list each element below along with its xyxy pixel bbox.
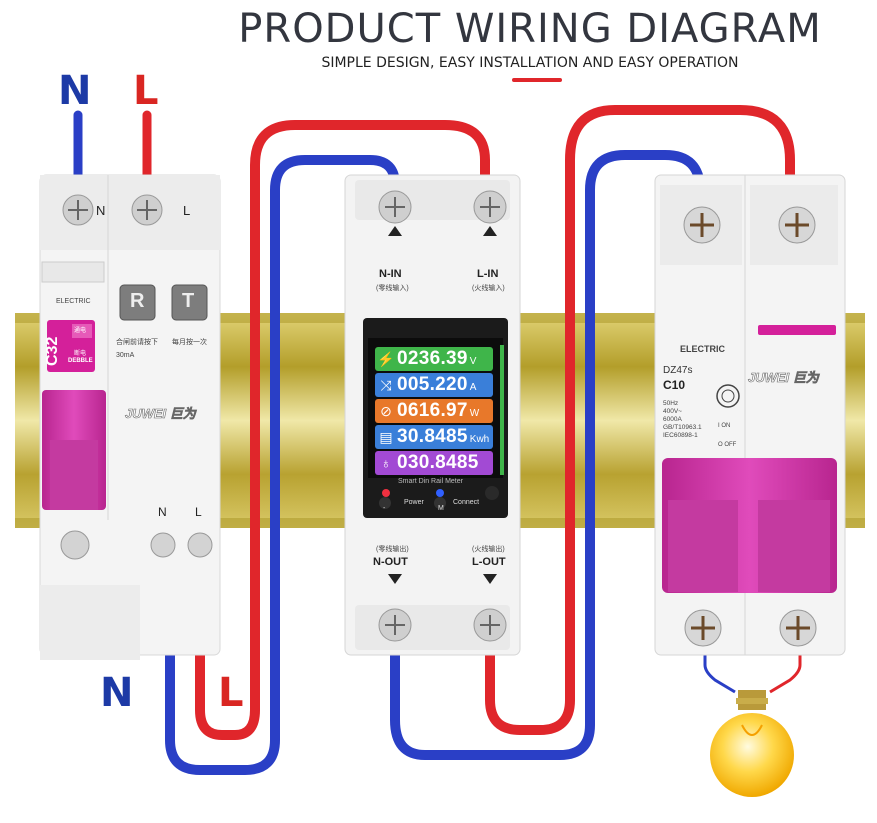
rcbo-brand: ELECTRIC: [56, 298, 91, 305]
meter-l-out-label: L-OUT: [472, 556, 506, 568]
meter-line-out-wire: [485, 105, 795, 735]
meter-l-in-cn: (火线输入): [472, 285, 505, 292]
rcbo-bottom-n-label: N: [158, 505, 167, 519]
bolt-icon: ⚡: [377, 350, 395, 367]
meter-energy-unit: Kwh: [469, 434, 490, 445]
breaker-spec-line: 400V~: [663, 408, 682, 415]
breaker-spec-line: IEC60898-1: [663, 432, 698, 439]
title-underline: [512, 78, 562, 82]
rcbo-badge-bottom: 断电: [74, 351, 87, 357]
rcbo-top-n-label: N: [96, 203, 106, 218]
meter-n-in-arrow: [388, 226, 402, 236]
output-neutral-label: N: [100, 670, 134, 716]
meter-m-button: [434, 497, 446, 509]
meter-current-row: ⤨ 005.220 A: [375, 373, 493, 397]
meter-power-led: [382, 489, 390, 497]
breaker-rating: C10: [663, 378, 686, 392]
meter-energy-row: ▤ 30.8485 Kwh: [375, 425, 493, 449]
rcbo-t-button: [171, 284, 208, 321]
meter-cost-row: ♁ 030.8485: [375, 451, 493, 475]
meter-model-label: Smart Din Rail Meter: [398, 478, 463, 485]
rcbo-r-caption: 合闸前请按下: [116, 339, 158, 346]
breaker-on-label: I ON: [718, 423, 731, 429]
shuffle-icon: ⤨: [380, 376, 392, 393]
rcbo-top-l-label: L: [183, 203, 191, 218]
breaker-off-label: O OFF: [718, 442, 737, 448]
money-icon: ♁: [380, 455, 392, 471]
meter-n-out-arrow: [388, 574, 402, 584]
breaker-spec-line: 50Hz: [663, 400, 679, 407]
meter-l-out-arrow: [483, 574, 497, 584]
meter-power-label: Power: [404, 499, 424, 506]
input-neutral-label: N: [58, 68, 92, 114]
meter-power-row: ⊘ 0616.97 W: [375, 399, 493, 423]
breaker-spec-line: 6000A: [663, 416, 682, 423]
rcbo-sensitivity: 30mA: [116, 352, 135, 359]
meter-power-unit: W: [469, 408, 480, 419]
meter-neutral-out-wire: [390, 150, 705, 760]
rcbo-device: [39, 174, 221, 660]
meter-m-label: M: [438, 505, 444, 512]
breaker-brand: ELECTRIC: [680, 344, 725, 354]
page-subtitle: SIMPLE DESIGN, EASY INSTALLATION AND EAS…: [321, 55, 739, 71]
meter-connect-led: [436, 489, 444, 497]
meter-power-value: 0616.97: [397, 400, 468, 421]
breaker-accent-strip: [758, 325, 836, 335]
meter-icon: ▤: [379, 428, 393, 445]
light-bulb-icon: [710, 690, 794, 797]
meter-right-button: [485, 486, 499, 500]
rcbo-bottom-l-screw: [187, 532, 213, 558]
meter-n-in-label: N-IN: [379, 268, 402, 280]
meter-l-in-arrow: [483, 226, 497, 236]
rcbo-t-caption: 每月按一次: [172, 339, 207, 346]
ccc-mark-icon: [716, 384, 740, 408]
rcbo-line-out-wire: [195, 120, 490, 740]
meter-n-out-cn: (零线输出): [376, 546, 409, 553]
rcbo-bottom-n-screw: [150, 532, 176, 558]
rcbo-bottom-left-screw: [60, 530, 90, 560]
meter-cost-value: 030.8485: [397, 452, 479, 473]
breaker-spec-block: 50Hz 400V~ 6000A GB/T10963.1 IEC60898-1: [663, 400, 702, 440]
meter-l-in-label: L-IN: [477, 268, 499, 280]
meter-l-out-cn: (火线输出): [472, 546, 505, 553]
rcbo-r-button-label: R: [130, 290, 145, 312]
meter-voltage-unit: V: [469, 356, 477, 367]
rcbo-r-button: [119, 284, 156, 321]
circuit-breaker-device: [654, 174, 846, 656]
meter-voltage-value: 0236.39: [397, 348, 468, 369]
rcbo-neutral-out-wire: [165, 155, 400, 775]
meter-energy-value: 30.8485: [397, 426, 468, 447]
meter-voltage-row: ⚡ 0236.39 V: [375, 347, 493, 371]
rcbo-badge-top: 通电: [74, 328, 87, 334]
input-line-label: L: [133, 68, 159, 114]
rcbo-bottom-l-label: L: [195, 505, 202, 519]
output-line-label: L: [218, 670, 244, 716]
rcbo-rating: C32: [44, 336, 61, 366]
rcbo-logo: JUWEI 巨为: [125, 406, 196, 422]
bulb-line-wire: [769, 650, 802, 694]
breaker-spec-line: GB/T10963.1: [663, 424, 702, 431]
meter-current-value: 005.220: [397, 374, 468, 395]
meter-minus-button: [379, 497, 391, 509]
bulb-neutral-wire: [703, 650, 736, 694]
page-title: PRODUCT WIRING DIAGRAM: [238, 6, 822, 52]
breaker-model: DZ47s: [663, 365, 693, 376]
meter-n-out-label: N-OUT: [373, 556, 408, 568]
rcbo-badge-label: DEBBLE: [68, 358, 93, 364]
breaker-logo: JUWEI 巨为: [748, 370, 819, 386]
meter-minus-label: -: [383, 505, 386, 512]
meter-connect-label: Connect: [453, 499, 480, 506]
rcbo-t-button-label: T: [182, 290, 195, 312]
gauge-icon: ⊘: [380, 402, 392, 419]
meter-current-unit: A: [469, 382, 477, 393]
meter-n-in-cn: (零线输入): [376, 285, 409, 292]
